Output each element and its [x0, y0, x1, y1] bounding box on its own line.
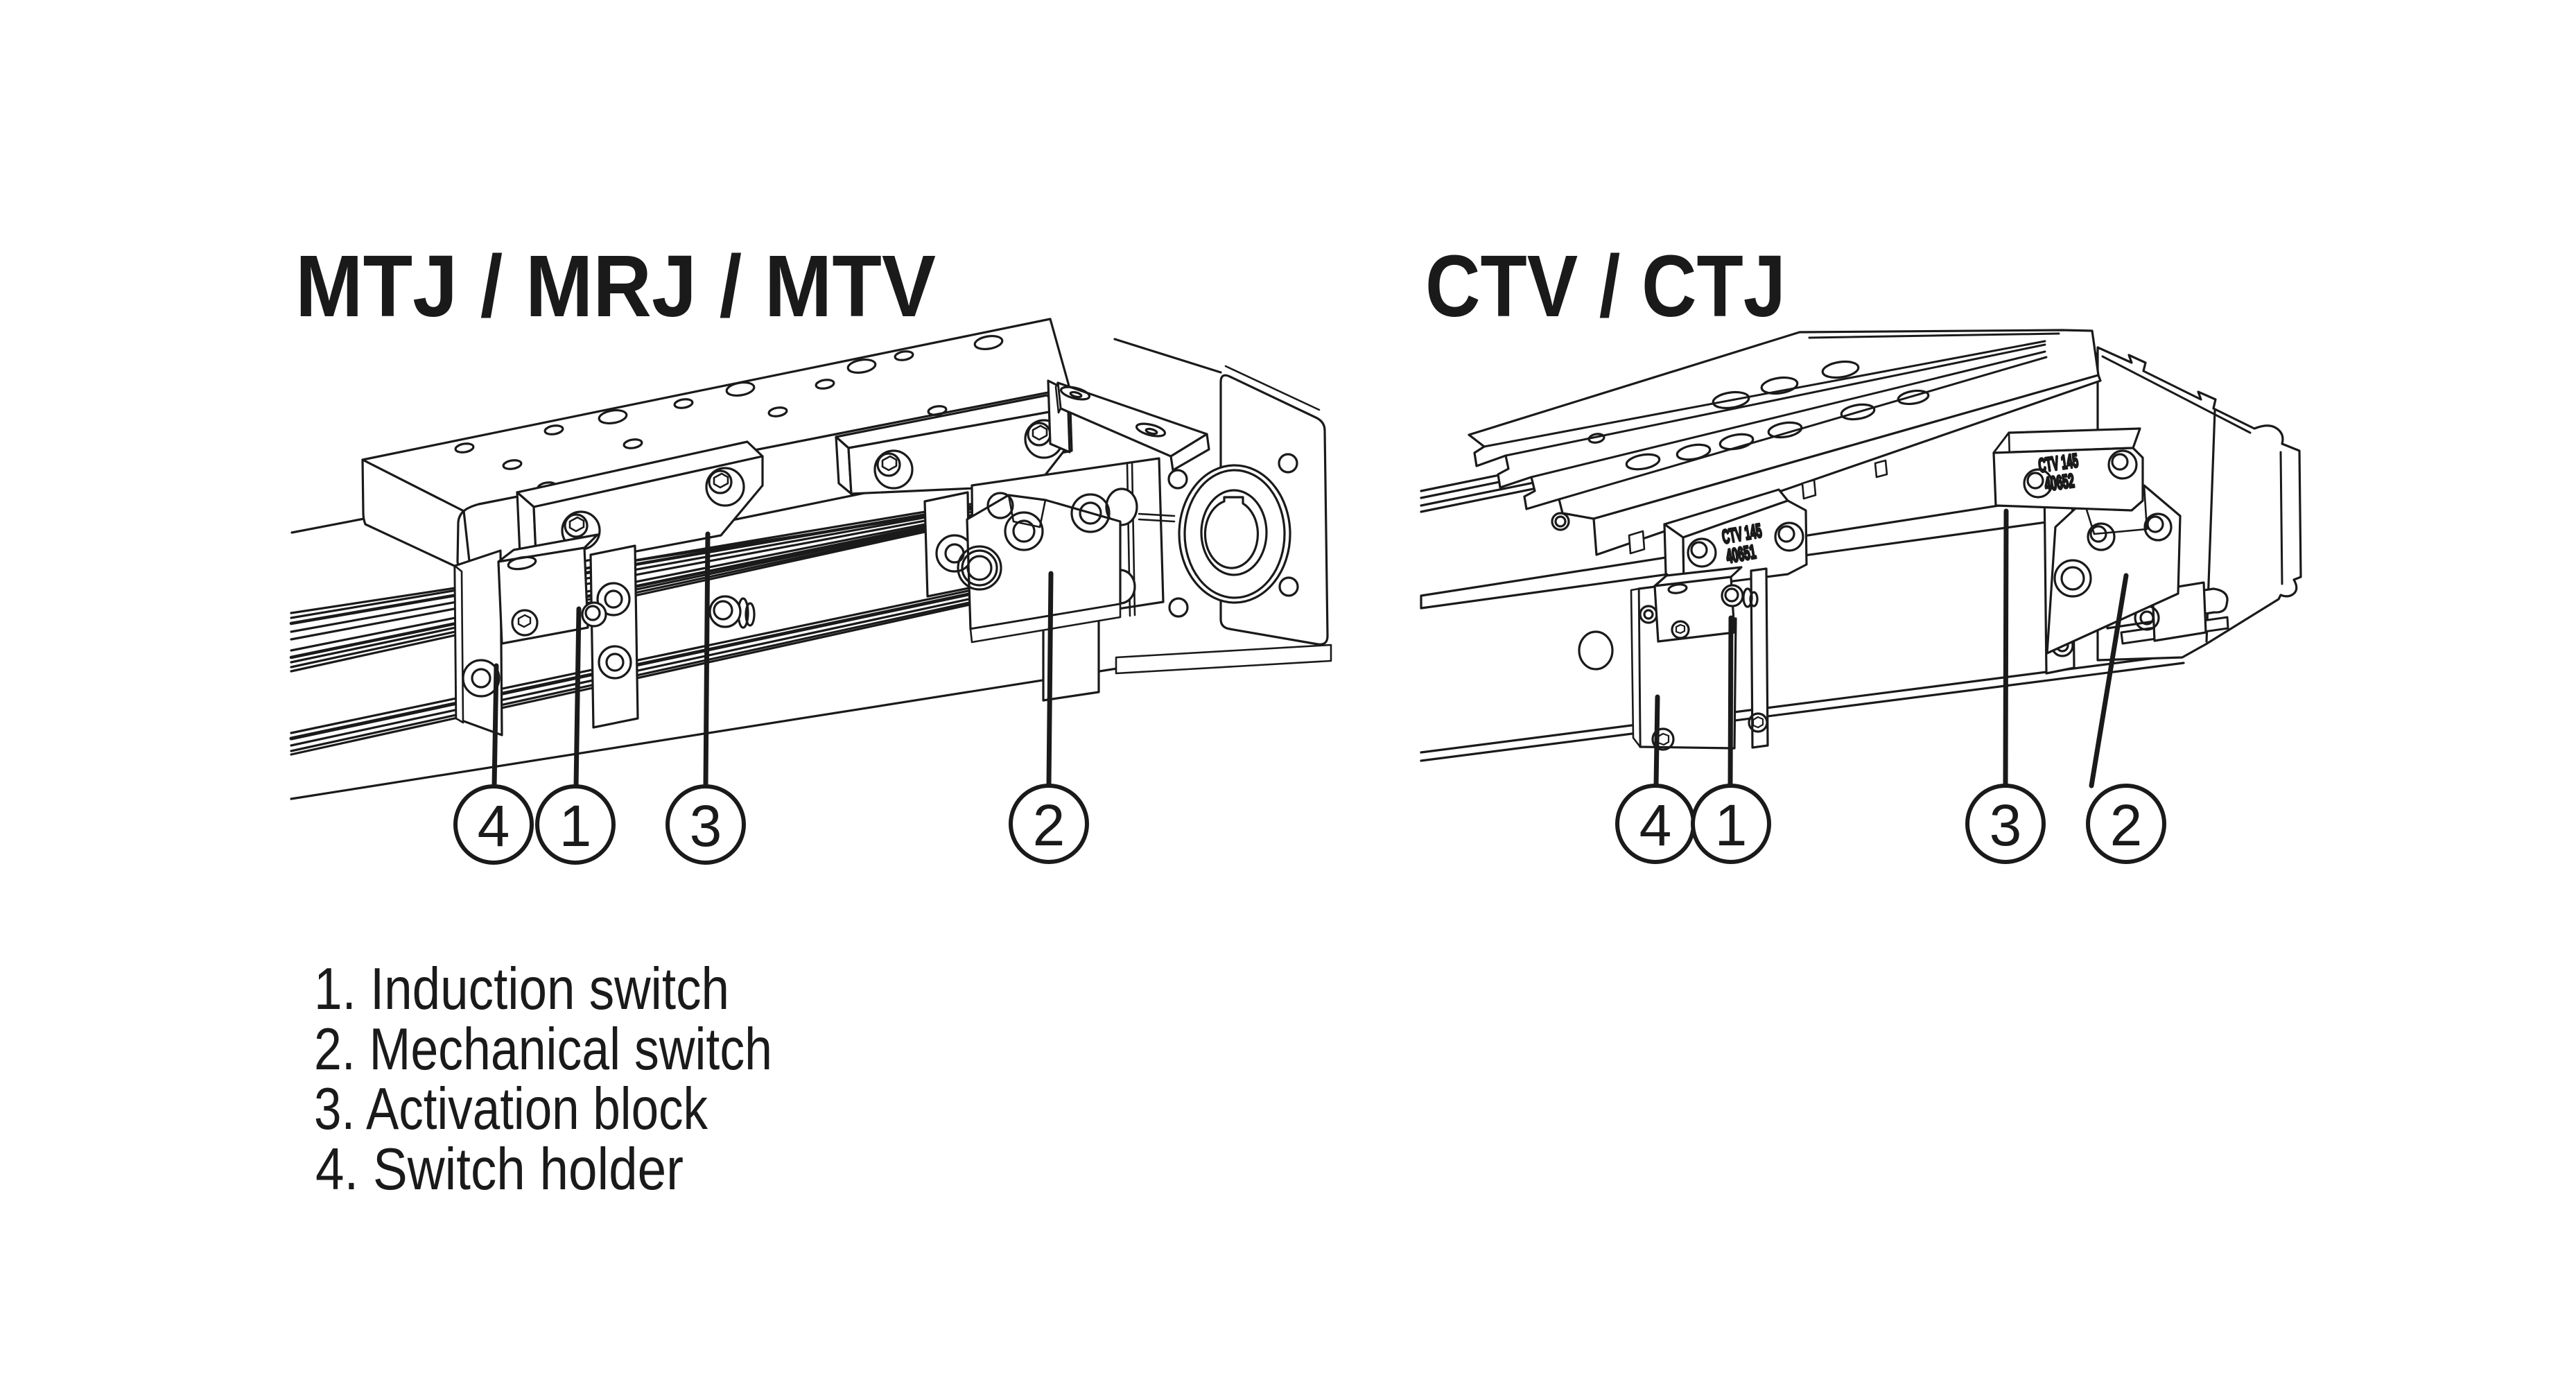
svg-text:4: 4: [478, 793, 510, 859]
svg-text:4. Switch holder: 4. Switch holder: [315, 1137, 684, 1202]
svg-text:1: 1: [559, 793, 592, 859]
svg-text:2: 2: [1033, 793, 1065, 858]
svg-text:1: 1: [1715, 793, 1748, 858]
svg-text:MTJ / MRJ / MTV: MTJ / MRJ / MTV: [295, 237, 936, 335]
svg-text:2. Mechanical switch: 2. Mechanical switch: [314, 1017, 772, 1082]
svg-text:40651: 40651: [1725, 541, 1758, 567]
svg-text:40652: 40652: [2044, 470, 2076, 496]
svg-text:2: 2: [2110, 793, 2143, 858]
svg-text:1. Induction switch: 1. Induction switch: [314, 956, 729, 1022]
svg-text:3: 3: [1990, 793, 2022, 858]
svg-text:CTV / CTJ: CTV / CTJ: [1425, 237, 1786, 335]
svg-text:3: 3: [690, 793, 722, 859]
svg-text:3. Activation block: 3. Activation block: [314, 1076, 708, 1142]
svg-text:4: 4: [1639, 793, 1672, 858]
svg-text:CTV 145: CTV 145: [1721, 519, 1764, 548]
